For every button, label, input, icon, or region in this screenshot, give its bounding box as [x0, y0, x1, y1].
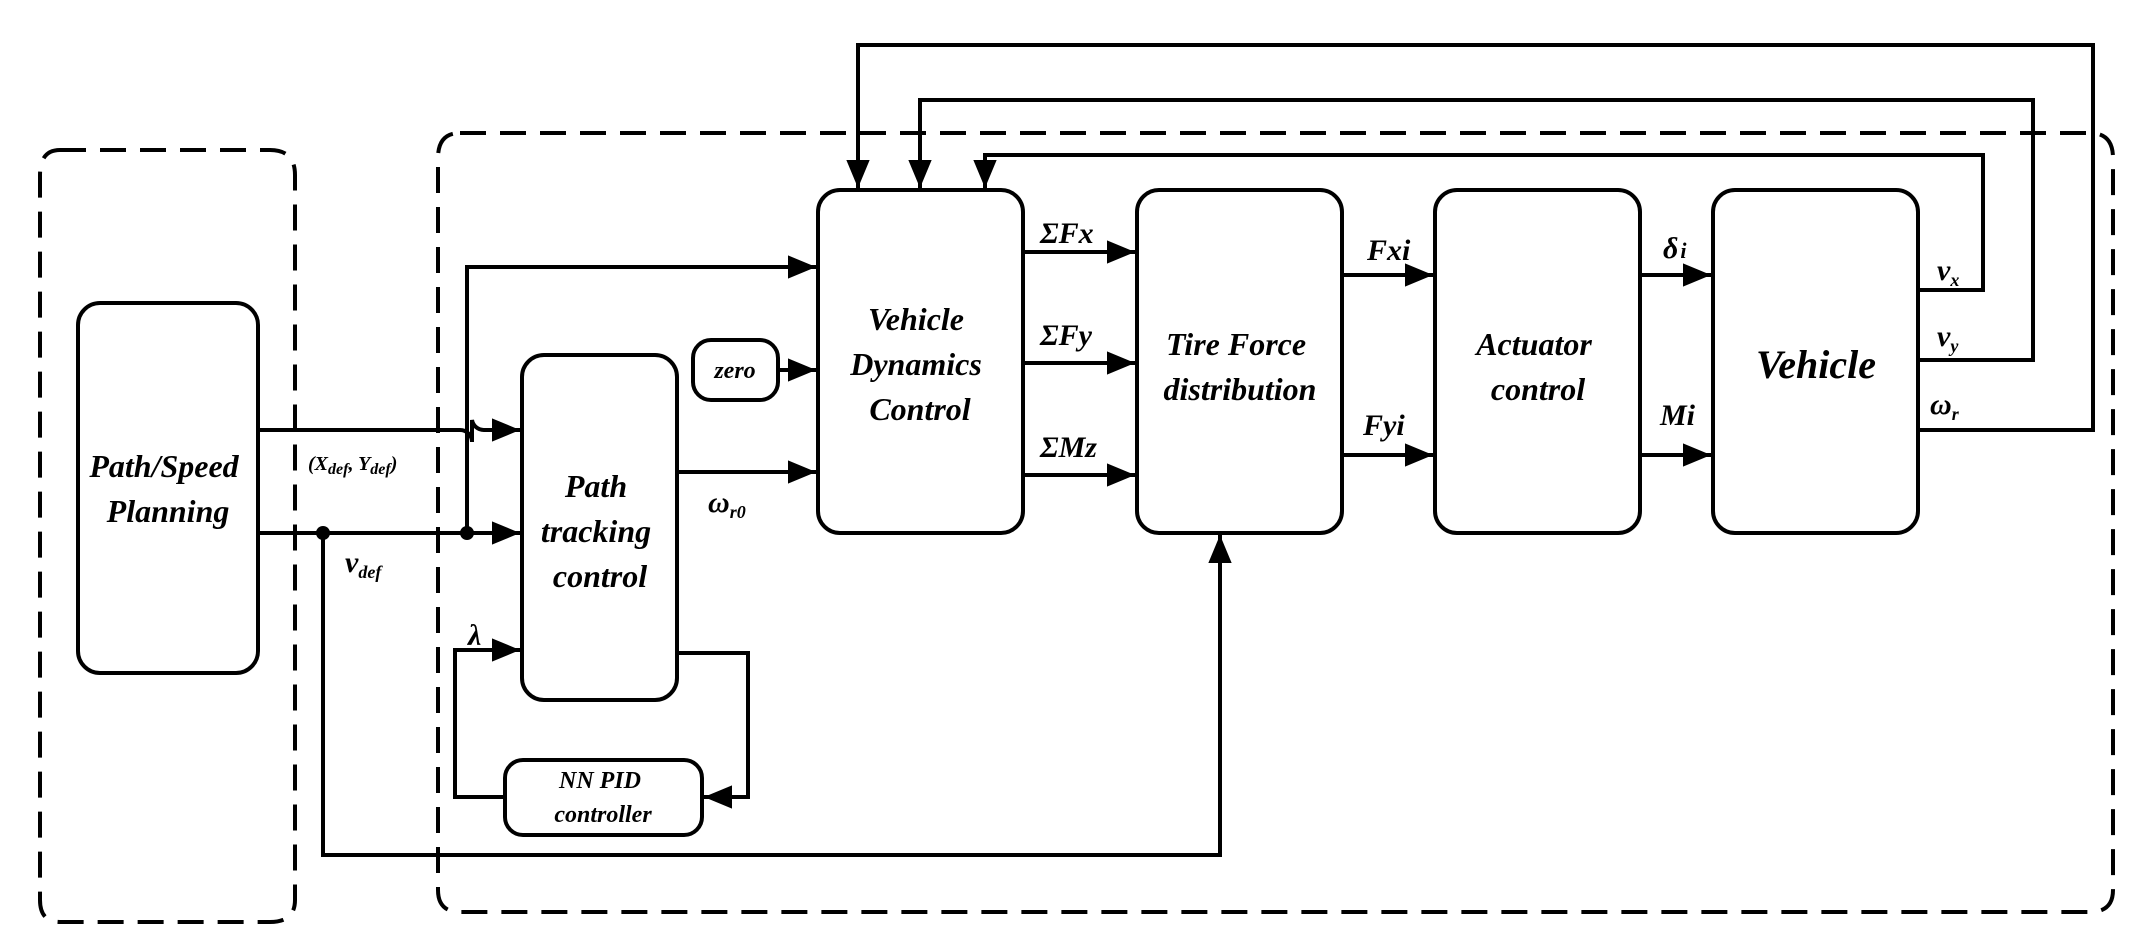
lambda-feedback-line: [453, 638, 520, 799]
actuator-control-block: [1433, 188, 1642, 535]
vy-feedback-line: [908, 98, 2035, 362]
xy-def-signal-line: [258, 418, 520, 443]
sum-mz-label: ΣMz: [1039, 431, 1097, 464]
omega-r-label: ωr: [1930, 388, 1960, 424]
tire-force-distribution-block: [1135, 188, 1344, 535]
vehicle-block-label: Vehicle: [1756, 342, 1876, 387]
sum-fy-label: ΣFy: [1039, 319, 1093, 352]
control-group-boundary: [436, 131, 2115, 914]
vx-feedback-line: [973, 153, 1985, 292]
v-def-label: vdef: [345, 546, 383, 582]
fyi-label: Fyi: [1362, 409, 1405, 442]
planning-group-boundary: [38, 148, 297, 924]
path-speed-planning-block: [76, 301, 260, 675]
mi-label: Mi: [1659, 399, 1696, 432]
vx-label: vx: [1937, 254, 1959, 290]
path-tracking-control-block: [520, 353, 679, 702]
fxi-label: Fxi: [1366, 234, 1411, 267]
v-def-to-tire-force-line: [321, 533, 1232, 857]
lambda-label: λ: [466, 619, 481, 652]
omega-r-feedback-line: [846, 43, 2095, 432]
delta-i-label: δi: [1663, 232, 1687, 265]
tire-force-block-label: Tire Force distribution: [1164, 326, 1317, 407]
path-tracking-block-label: Path tracking control: [541, 468, 659, 594]
path-tracking-to-nn-pid-line: [677, 651, 750, 809]
omega-r0-label: ωr0: [708, 486, 746, 522]
nn-pid-block-label: NN PID controller: [554, 768, 652, 828]
planning-block-label: Path/Speed Planning: [88, 448, 246, 529]
xy-def-label: (Xdef, Ydef): [308, 453, 397, 478]
vy-label: vy: [1937, 320, 1959, 356]
vdc-block-label: Vehicle Dynamics Control: [849, 301, 990, 427]
sum-fx-label: ΣFx: [1039, 217, 1094, 250]
zero-block-label: zero: [713, 358, 755, 384]
v-def-to-vdc-line: [465, 255, 816, 533]
actuator-block-label: Actuator control: [1474, 326, 1600, 407]
